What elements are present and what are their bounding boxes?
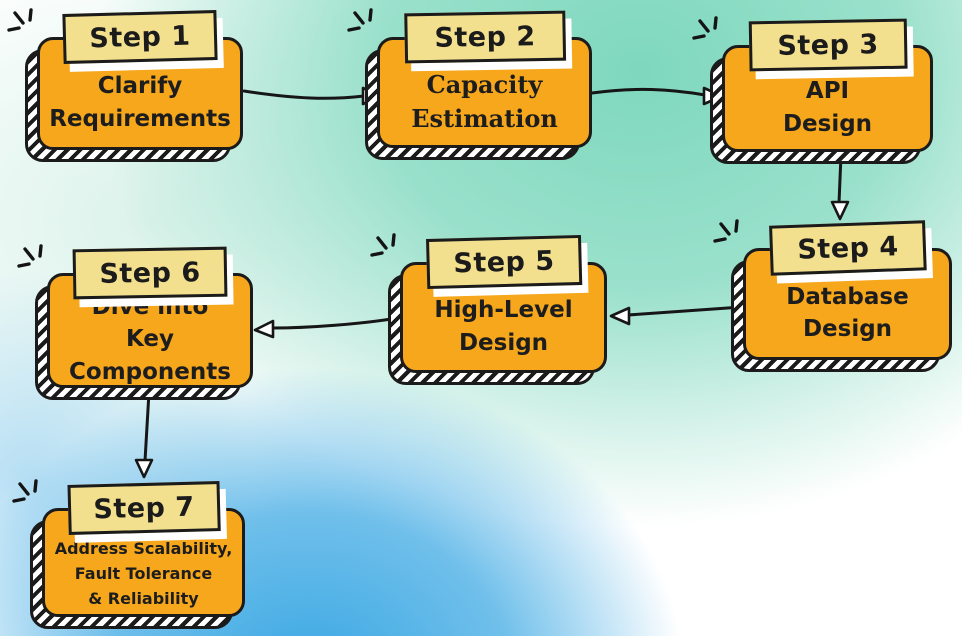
step-1-box: Step 1 Clarify Requirements (7, 8, 243, 150)
arrow-step4-to-step5 (609, 305, 744, 326)
step-2-text: Capacity Estimation (384, 62, 585, 141)
step-text-line: Requirements (49, 105, 231, 132)
step-5-label: Step 5 (425, 234, 582, 290)
step-2-label: Step 2 (403, 10, 566, 64)
step-text-line: Capacity (426, 69, 543, 99)
step-1-text: Clarify Requirements (44, 62, 236, 143)
sparkle-icon (347, 8, 373, 32)
step-text-line: Database (786, 283, 909, 310)
sparkle-icon (12, 479, 38, 503)
step-6-body: Step 6 Dive into Key Components (47, 246, 253, 388)
step-6-label: Step 6 (72, 246, 228, 300)
step-4-box: Step 4 Database Design (713, 219, 952, 360)
step-5-text: High-Level Design (407, 287, 600, 366)
step-5-box: Step 5 High-Level Design (370, 233, 607, 373)
step-7-box: Step 7 Address Scalability, Fault Tolera… (12, 479, 245, 617)
step-text-line: Design (782, 110, 873, 137)
step-4-body: Step 4 Database Design (743, 220, 952, 360)
sparkle-icon (17, 244, 43, 268)
step-text-line: Estimation (411, 103, 558, 133)
sparkle-icon (370, 233, 396, 257)
step-4-text: Database Design (750, 273, 945, 353)
step-text-line: & Reliability (88, 588, 199, 608)
sparkle-icon (692, 16, 718, 40)
step-7-body: Step 7 Address Scalability, Fault Tolera… (42, 481, 245, 617)
step-2-box: Step 2 Capacity Estimation (347, 8, 592, 148)
arrow-step3-to-step4 (830, 153, 850, 221)
step-3-text: API Design (729, 70, 926, 145)
step-text-line: Clarify (97, 73, 183, 100)
step-4-label: Step 4 (768, 220, 927, 276)
arrow-step6-to-step7 (134, 390, 154, 479)
arrow-step2-to-step3 (590, 86, 724, 106)
sparkle-icon (713, 219, 739, 243)
step-text-line: API (805, 78, 850, 105)
step-text-line: Key Components (69, 326, 231, 385)
step-1-body: Step 1 Clarify Requirements (37, 9, 243, 150)
step-text-line: Fault Tolerance (74, 564, 213, 584)
step-text-line: Design (458, 329, 549, 356)
step-3-label: Step 3 (748, 18, 907, 72)
step-6-text: Dive into Key Components (54, 294, 246, 384)
step-7-text: Address Scalability, Fault Tolerance & R… (49, 539, 238, 610)
step-text-line: Address Scalability, (54, 539, 233, 559)
arrow-step1-to-step2 (242, 86, 383, 106)
step-6-box: Step 6 Dive into Key Components (17, 244, 253, 388)
step-3-box: Step 3 API Design (692, 16, 933, 152)
step-2-body: Step 2 Capacity Estimation (377, 10, 592, 148)
step-text-line: Design (802, 316, 893, 342)
step-1-label: Step 1 (62, 9, 218, 65)
arrow-step5-to-step6 (253, 316, 400, 339)
step-7-label: Step 7 (66, 481, 221, 535)
step-5-body: Step 5 High-Level Design (400, 234, 607, 373)
sparkle-icon (7, 8, 33, 32)
step-text-line: High-Level (434, 297, 573, 324)
step-3-body: Step 3 API Design (722, 18, 933, 152)
